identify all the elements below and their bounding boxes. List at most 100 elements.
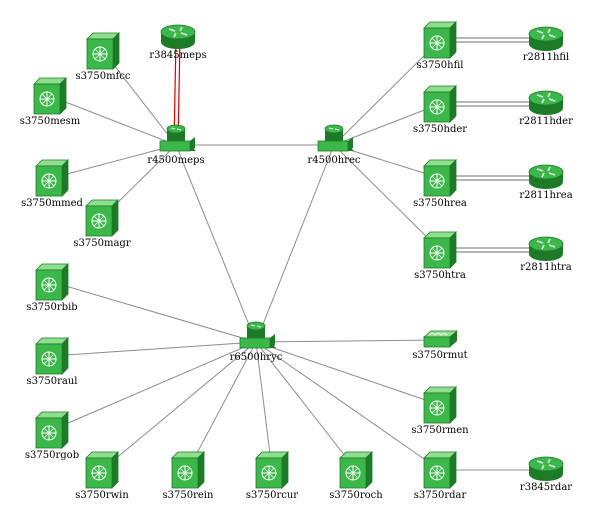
node-s3750rgob[interactable]: s3750rgob	[25, 411, 79, 461]
router-icon	[528, 236, 564, 261]
node-r2811hfil[interactable]: r2811hfil	[523, 26, 570, 63]
node-r2811htra[interactable]: r2811htra	[520, 236, 572, 273]
node-label: s3750mfcc	[76, 71, 131, 82]
layer3-switch-icon	[86, 32, 120, 70]
node-label: s3750rwin	[75, 490, 129, 501]
layer3-switch-icon	[35, 263, 69, 301]
layer3-switch-icon	[423, 159, 457, 197]
router-icon	[160, 24, 196, 49]
node-label: r4500meps	[147, 155, 204, 166]
node-s3750hrea[interactable]: s3750hrea	[413, 159, 467, 209]
layer3-switch-icon	[255, 451, 289, 489]
node-label: s3750rein	[163, 490, 214, 501]
layer3-switch-icon	[423, 386, 457, 424]
node-s3750rdar[interactable]: s3750rdar	[414, 451, 467, 501]
node-label: s3750rmut	[412, 350, 467, 361]
node-label: s3750hfil	[417, 60, 464, 71]
node-label: s3750raul	[27, 376, 78, 387]
layer3-switch-icon	[35, 411, 69, 449]
node-label: s3750mmed	[21, 198, 83, 209]
node-s3750hder[interactable]: s3750hder	[413, 85, 467, 135]
node-label: s3750hrea	[413, 198, 467, 209]
node-s3750rcur[interactable]: s3750rcur	[246, 451, 298, 501]
layer3-switch-icon	[423, 85, 457, 123]
node-s3750mmed[interactable]: s3750mmed	[21, 159, 84, 209]
link-r6500hryc-s3750rbib	[51, 281, 257, 343]
node-label: r2811hder	[519, 116, 573, 127]
layer3-switch-icon	[35, 337, 69, 375]
link-r6500hryc-s3750rdar	[255, 341, 441, 471]
node-label: s3750rcur	[246, 490, 298, 501]
link-r6500hryc-s3750roch	[255, 341, 357, 471]
node-label: r2811htra	[520, 262, 571, 273]
node-s3750mesm[interactable]: s3750mesm	[20, 77, 81, 127]
workgroup-switch-icon	[422, 330, 459, 348]
node-r6500hryc[interactable]: r6500hryc	[230, 321, 283, 363]
node-label: s3750magr	[73, 238, 130, 249]
link-r6500hryc-s3750rein	[187, 341, 257, 471]
link-r4500hrec-s3750htra	[333, 144, 441, 251]
link-r6500hryc-s3750rmen	[255, 341, 441, 406]
node-s3750rmen[interactable]: s3750rmen	[411, 386, 469, 436]
node-s3750rbib[interactable]: s3750rbib	[26, 263, 78, 313]
node-r2811hder[interactable]: r2811hder	[519, 90, 573, 127]
layer3-switch-icon	[35, 159, 69, 197]
link-r6500hryc-s3750rwin	[101, 341, 257, 471]
node-s3750rmut[interactable]: s3750rmut	[412, 330, 468, 361]
nodes-layer: r3845meps s3750mfcc s3750mesm r4500meps s375…	[20, 21, 573, 501]
node-label: s3750roch	[329, 490, 383, 501]
link-s3750hder-r2811hder	[440, 101, 546, 107]
node-r4500meps[interactable]: r4500meps	[147, 124, 205, 166]
link-r6500hryc-s3750rcur	[255, 341, 273, 471]
node-label: r2811hfil	[523, 52, 570, 63]
node-label: s3750rgob	[25, 450, 79, 461]
node-s3750roch[interactable]: s3750roch	[329, 451, 383, 501]
node-label: r6500hryc	[230, 352, 283, 363]
node-label: s3750rbib	[26, 302, 77, 313]
layer3-switch-icon	[171, 451, 205, 489]
core-switch-icon	[239, 321, 276, 349]
node-s3750mfcc[interactable]: s3750mfcc	[76, 32, 131, 82]
link-r6500hryc-s3750rmut	[255, 339, 441, 343]
router-icon	[528, 456, 564, 481]
node-label: r2811hrea	[519, 190, 572, 201]
node-r4500hrec[interactable]: r4500hrec	[308, 124, 361, 166]
node-label: s3750rdar	[414, 490, 467, 501]
router-icon	[528, 164, 564, 189]
link-r4500meps-r6500hryc	[175, 144, 257, 343]
layer3-switch-icon	[339, 451, 373, 489]
node-s3750rwin[interactable]: s3750rwin	[75, 451, 129, 501]
node-r2811hrea[interactable]: r2811hrea	[519, 164, 573, 201]
link-s3750hrea-r2811hrea	[440, 175, 546, 181]
link-r4500hrec-s3750hfil	[333, 39, 441, 146]
link-r6500hryc-s3750raul	[51, 341, 257, 357]
core-switch-icon	[159, 124, 196, 152]
node-label: s3750hder	[413, 124, 467, 135]
layer3-switch-icon	[33, 77, 67, 115]
node-label: s3750mesm	[20, 116, 81, 127]
node-label: s3750htra	[414, 270, 466, 281]
node-s3750htra[interactable]: s3750htra	[414, 231, 466, 281]
node-s3750magr[interactable]: s3750magr	[73, 199, 131, 249]
link-r6500hryc-s3750rgob	[51, 341, 257, 431]
router-icon	[528, 26, 564, 51]
node-r3845meps[interactable]: r3845meps	[149, 24, 207, 61]
layer3-switch-icon	[85, 451, 119, 489]
node-r3845rdar[interactable]: r3845rdar	[520, 456, 572, 493]
node-label: s3750rmen	[411, 425, 469, 436]
router-icon	[528, 90, 564, 115]
link-s3750htra-r2811htra	[440, 247, 546, 253]
node-label: r3845rdar	[520, 482, 572, 493]
node-s3750rein[interactable]: s3750rein	[163, 451, 214, 501]
layer3-switch-icon	[423, 21, 457, 59]
layer3-switch-icon	[423, 231, 457, 269]
node-s3750raul[interactable]: s3750raul	[27, 337, 78, 387]
link-r4500meps-s3750mmed	[51, 144, 177, 179]
node-s3750hfil[interactable]: s3750hfil	[417, 21, 464, 71]
core-switch-icon	[317, 124, 354, 152]
links-layer	[49, 37, 546, 471]
layer3-switch-icon	[423, 451, 457, 489]
node-label: r4500hrec	[308, 155, 361, 166]
